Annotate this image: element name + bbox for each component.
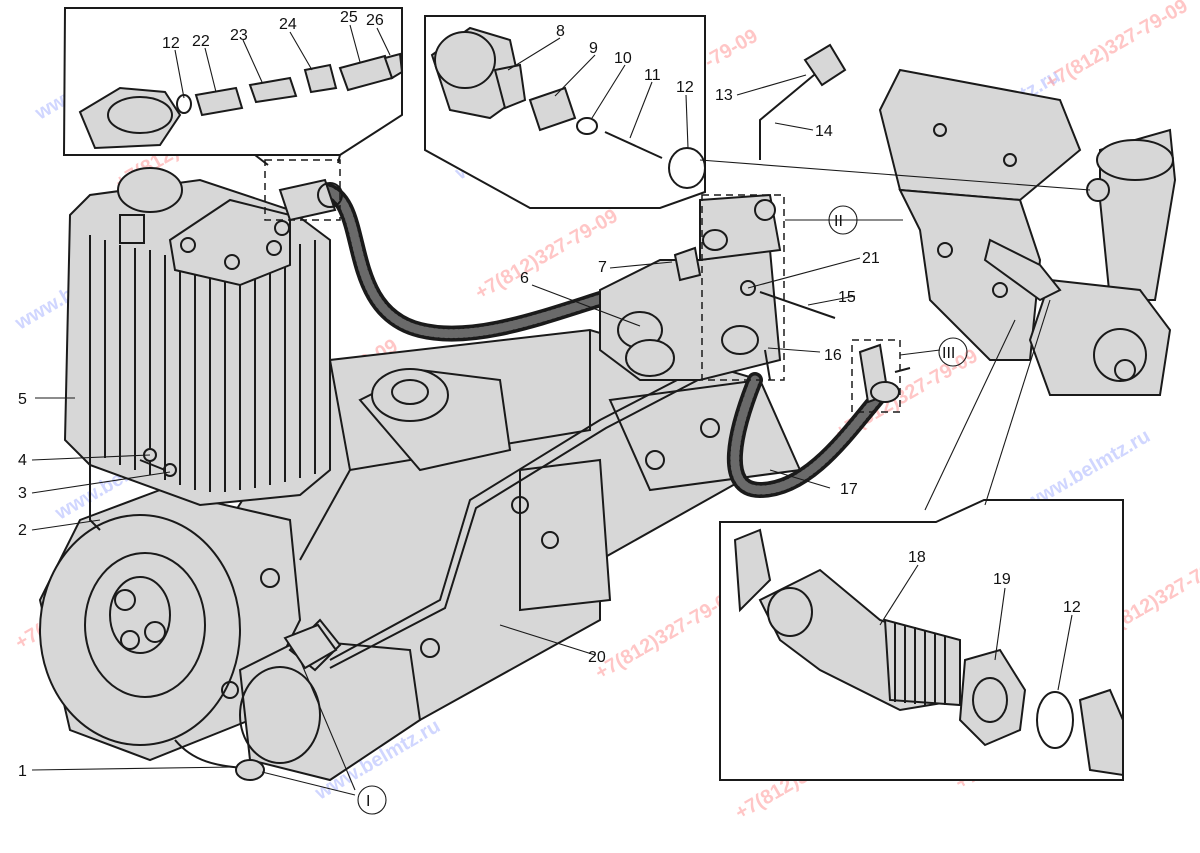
callout-2: 2 xyxy=(18,522,27,539)
callout-23: 23 xyxy=(230,27,248,44)
callout-17: 17 xyxy=(840,481,858,498)
callout-18: 18 xyxy=(908,549,926,566)
callout-1: 1 xyxy=(18,763,27,780)
group-marker-circle xyxy=(358,786,386,814)
callout-15: 15 xyxy=(838,289,856,306)
callout-14: 14 xyxy=(815,123,833,140)
inset-connector-parts xyxy=(720,500,1123,780)
callout-24: 24 xyxy=(279,16,297,33)
callout-25: 25 xyxy=(340,9,358,26)
callout-3: 3 xyxy=(18,485,27,502)
callout-8: 8 xyxy=(556,23,565,40)
group-label-i: I xyxy=(366,793,370,810)
callout-5: 5 xyxy=(18,391,27,408)
callout-22: 22 xyxy=(192,33,210,50)
callout-12-inset-coupling: 12 xyxy=(162,35,180,52)
callout-9: 9 xyxy=(589,40,598,57)
watermark-phone: +7(812)327-79-09 xyxy=(1042,0,1192,94)
callout-10: 10 xyxy=(614,50,632,67)
callout-7: 7 xyxy=(598,259,607,276)
callout-4: 4 xyxy=(18,452,27,469)
callout-12: 12 xyxy=(676,79,694,96)
pipe-end-fitting xyxy=(805,45,845,85)
callout-26: 26 xyxy=(366,12,384,29)
callout-16: 16 xyxy=(824,347,842,364)
callout-20: 20 xyxy=(588,649,606,666)
callout-6: 6 xyxy=(520,270,529,287)
callout-12-inset-connector: 12 xyxy=(1063,599,1081,616)
steering-cylinder xyxy=(880,70,1175,395)
group-label-ii: II xyxy=(834,213,843,230)
group-label-iii: III xyxy=(942,345,955,362)
callout-13: 13 xyxy=(715,87,733,104)
callout-11: 11 xyxy=(644,67,661,84)
callout-21: 21 xyxy=(862,250,880,267)
valve-block xyxy=(600,195,835,380)
callout-19: 19 xyxy=(993,571,1011,588)
